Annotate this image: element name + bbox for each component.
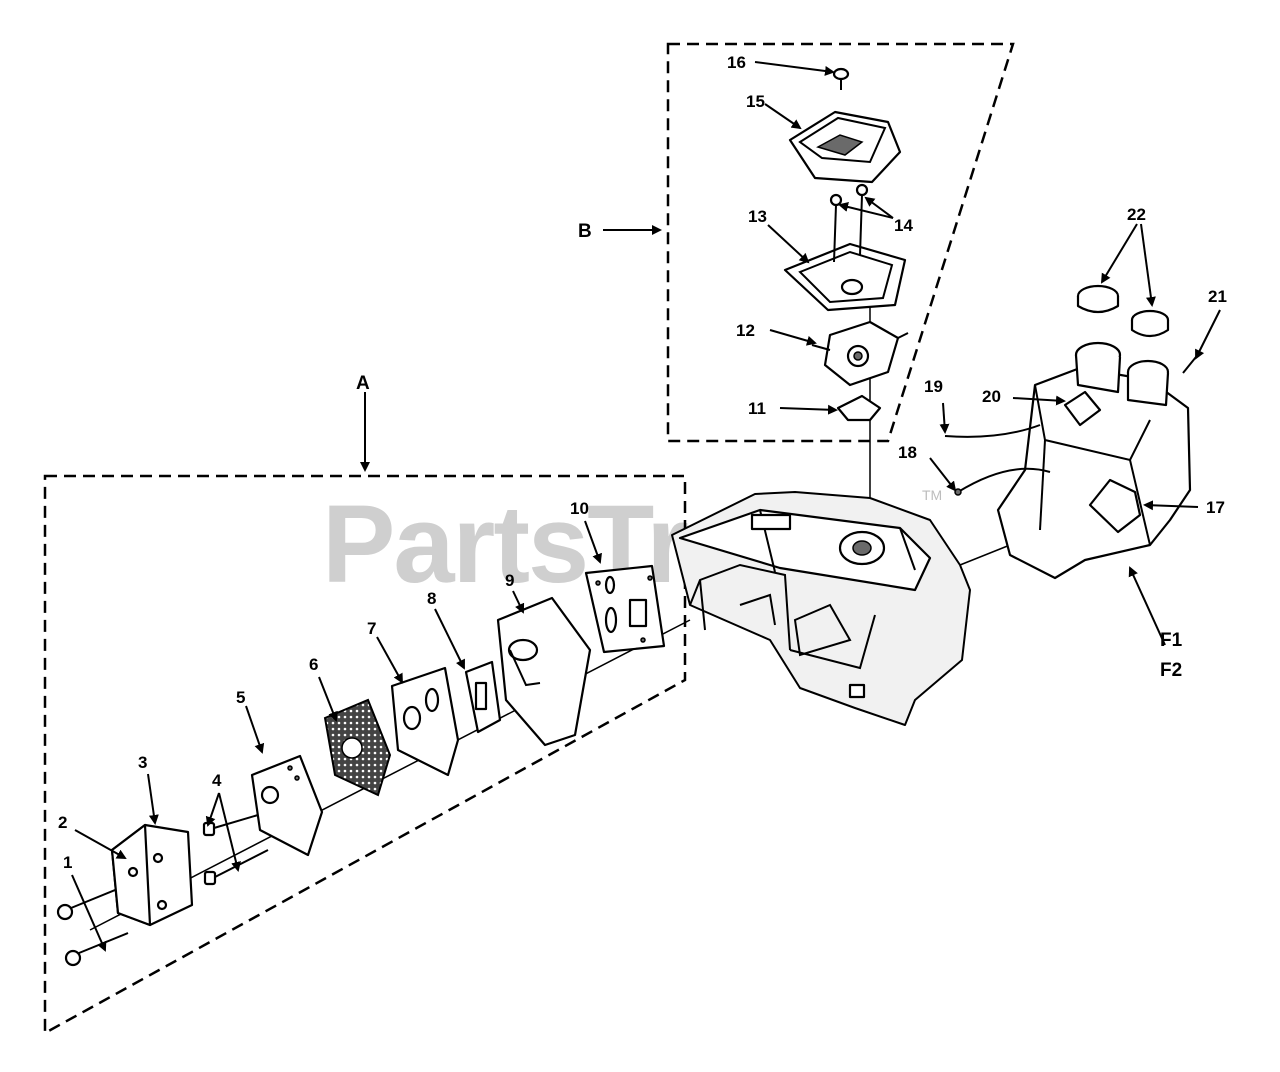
callout-5: 5 <box>236 688 245 707</box>
variant-f2-label: F2 <box>1160 660 1182 681</box>
part-4-screws <box>202 814 269 886</box>
callout-3: 3 <box>138 753 147 772</box>
group-b-label: B <box>578 221 592 242</box>
callout-9: 9 <box>505 571 514 590</box>
group-a-boundary <box>43 474 687 1036</box>
engine-housing <box>671 491 971 726</box>
fuel-tank <box>996 341 1192 580</box>
callout-7: 7 <box>367 619 376 638</box>
part-7-gasket <box>390 666 460 777</box>
callout-12: 12 <box>736 321 755 340</box>
part-22-fuel-caps <box>1076 284 1170 338</box>
callout-6: 6 <box>309 655 318 674</box>
part-10-gasket <box>584 564 666 654</box>
callout-10: 10 <box>570 499 589 518</box>
callout-2: 2 <box>58 813 67 832</box>
part-8-plate <box>464 660 502 734</box>
part-6-screen <box>323 698 392 797</box>
callout-14: 14 <box>894 216 913 235</box>
part-16-cover-screw <box>832 67 850 90</box>
callout-8: 8 <box>427 589 436 608</box>
part-5-baffle <box>250 754 324 857</box>
part-15-filter-cover <box>788 110 902 184</box>
callout-18: 18 <box>898 443 917 462</box>
group-a-label: A <box>356 373 370 394</box>
callout-11: 11 <box>748 399 766 418</box>
part-12-carburetor <box>811 320 909 387</box>
part-11-gasket <box>836 394 882 422</box>
callout-15: 15 <box>746 92 765 111</box>
callout-20: 20 <box>982 387 1001 406</box>
watermark-trademark: TM <box>922 487 942 503</box>
callout-21: 21 <box>1208 287 1227 306</box>
callout-16: 16 <box>727 53 746 72</box>
part-14-screws <box>829 183 869 263</box>
part-9-shield <box>496 596 592 747</box>
callout-4: 4 <box>212 771 222 790</box>
part-3-muffler <box>110 823 194 927</box>
callout-19: 19 <box>924 377 943 396</box>
callout-1: 1 <box>63 853 72 872</box>
callout-22: 22 <box>1127 205 1146 224</box>
callout-17: 17 <box>1206 498 1225 517</box>
leader-lines <box>71 61 1221 952</box>
group-b-boundary <box>666 42 1015 443</box>
tank-axis <box>959 544 1011 566</box>
part-13-air-box <box>783 242 907 312</box>
part-18-fuel-line <box>957 467 1051 493</box>
part-19-fuel-line <box>944 424 1041 438</box>
variant-f1-label: F1 <box>1160 630 1183 651</box>
callout-13: 13 <box>748 207 767 226</box>
